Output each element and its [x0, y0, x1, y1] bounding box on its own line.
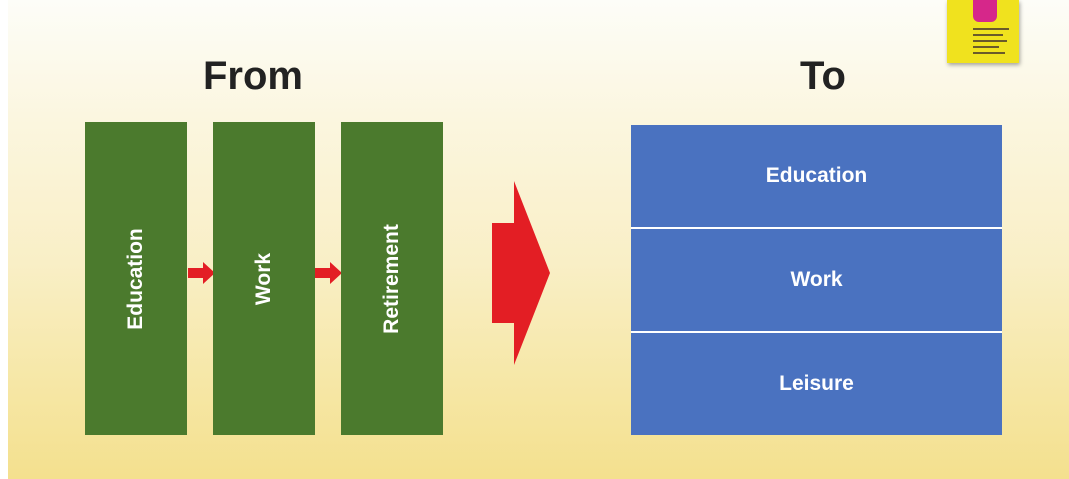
- arrow-right-icon: [315, 262, 342, 284]
- from-stage-retirement: Retirement: [341, 122, 443, 435]
- transition-arrow-icon: [492, 181, 550, 365]
- to-stage-education: Education: [765, 164, 868, 187]
- divider: [631, 331, 1002, 333]
- from-stage-work: Work: [213, 122, 315, 435]
- arrow-right-icon: [188, 262, 215, 284]
- from-stage-label: Education: [123, 227, 147, 330]
- to-heading: To: [800, 54, 846, 98]
- slide: From To Education Work Retirement Educat…: [8, 0, 1069, 479]
- from-heading: From: [203, 54, 303, 98]
- book-cover-art: [973, 0, 997, 22]
- divider: [631, 227, 1002, 229]
- from-stage-label: Retirement: [380, 223, 404, 334]
- to-stages-block: Education Work Leisure: [631, 125, 1002, 435]
- to-stage-leisure: Leisure: [779, 372, 854, 395]
- to-stage-work: Work: [790, 268, 843, 291]
- from-stage-education: Education: [85, 122, 187, 435]
- from-stage-label: Work: [252, 252, 275, 305]
- book-cover-thumbnail: [947, 0, 1019, 63]
